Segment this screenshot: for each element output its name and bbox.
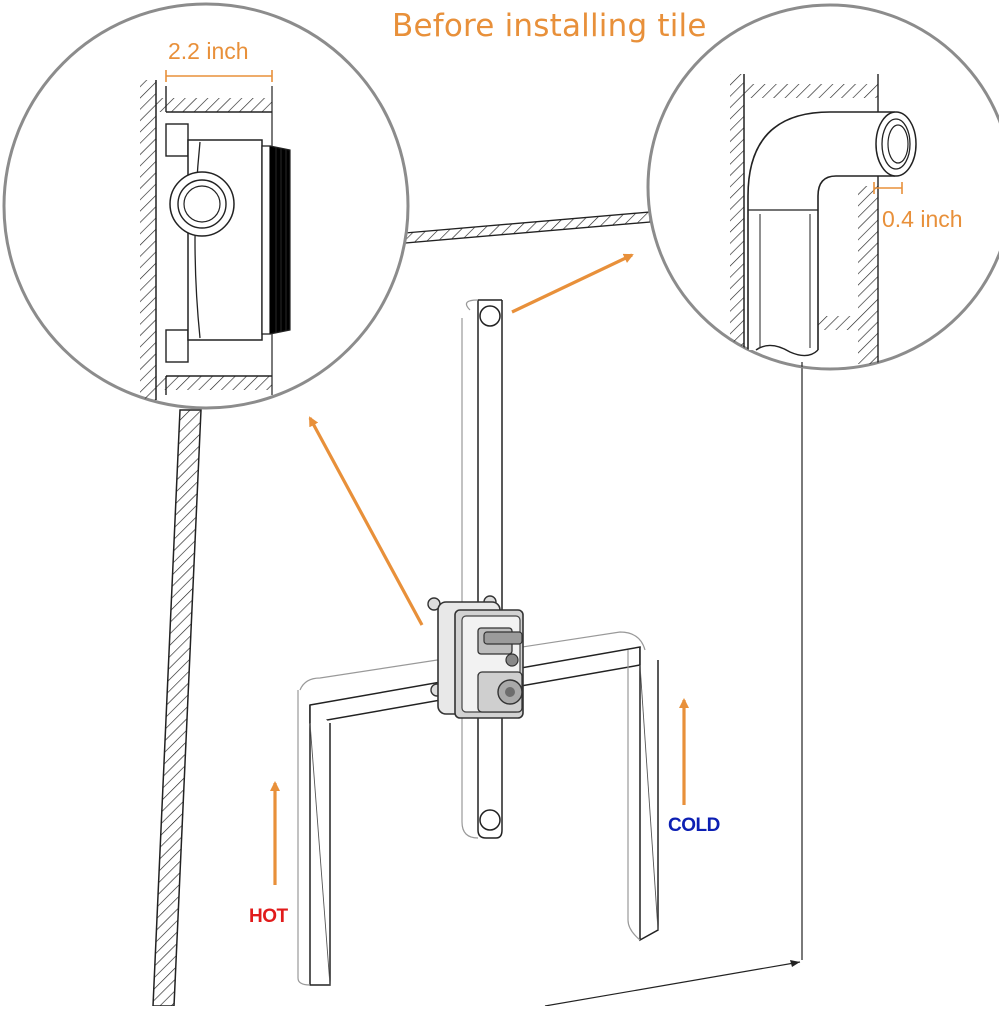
- left-detail-callout: [2, 2, 410, 410]
- right-detail-callout: [646, 3, 999, 371]
- arrow-to-right-callout-icon: [511, 253, 634, 314]
- floor-line: [544, 961, 801, 1007]
- valve-body: [427, 595, 524, 719]
- arrow-to-left-callout-icon: [308, 416, 424, 626]
- right-dimension-label: 0.4 inch: [882, 206, 963, 232]
- hot-label: HOT: [249, 906, 288, 927]
- wall-left-edge: [152, 409, 202, 1007]
- riser-pipe: [461, 299, 503, 839]
- callout-arrows: [270, 253, 689, 885]
- diagram-title: Before installing tile: [392, 8, 707, 44]
- left-dimension-label: 2.2 inch: [168, 38, 249, 64]
- floor-arrow-icon: [790, 960, 800, 967]
- wall-top-beam: [404, 211, 651, 244]
- cold-label: COLD: [668, 815, 720, 836]
